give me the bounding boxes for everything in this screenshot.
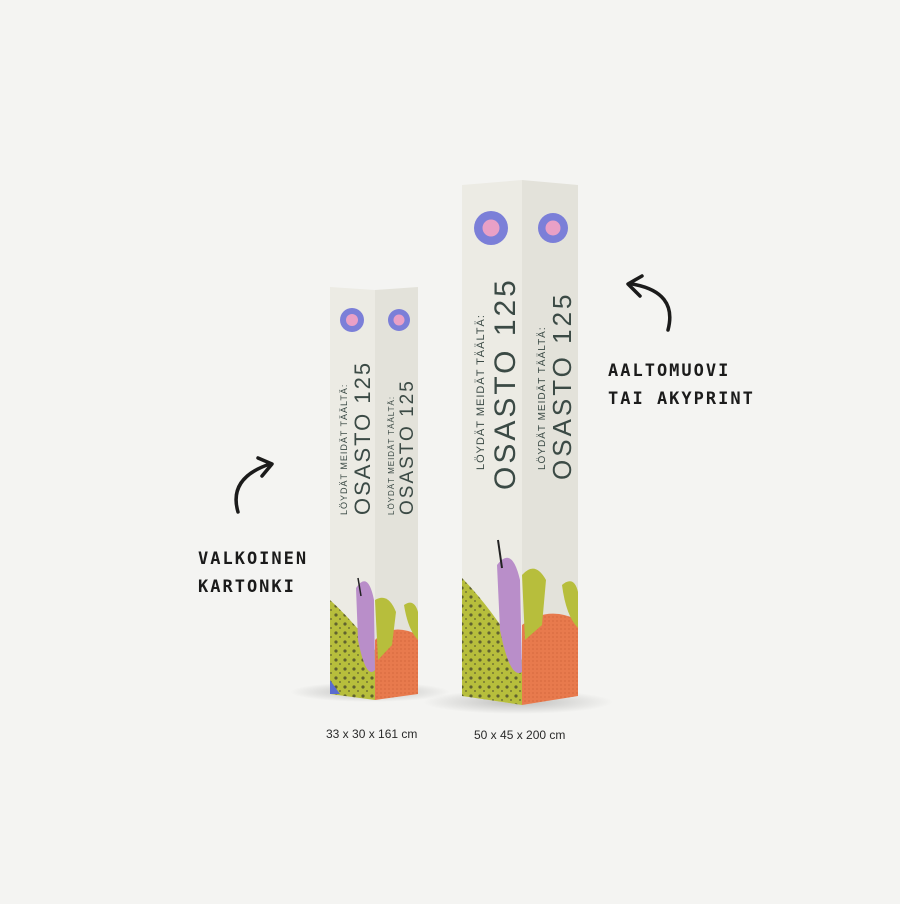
logo-badge-icon xyxy=(340,308,364,332)
large-material-line-2: TAI AKYPRINT xyxy=(608,389,755,409)
small-display-box: LÖYDÄT MEIDÄT TÄÄLTÄ: OSASTO 125 LÖYDÄT … xyxy=(330,287,418,700)
small-material-line-2: KARTONKI xyxy=(198,577,296,597)
small-box-tagline-right: LÖYDÄT MEIDÄT TÄÄLTÄ: xyxy=(387,396,396,515)
large-box-tagline-right: LÖYDÄT MEIDÄT TÄÄLTÄ: xyxy=(536,326,548,470)
large-box-title-right: OSASTO 125 xyxy=(547,292,577,481)
arrow-to-small-box-icon xyxy=(234,456,274,514)
logo-badge-icon xyxy=(538,213,568,243)
logo-badge-icon xyxy=(388,309,410,331)
large-material-label: AALTOMUOVI TAI AKYPRINT xyxy=(608,357,755,413)
large-box-title-left: OSASTO 125 xyxy=(489,277,522,490)
small-box-title-left: OSASTO 125 xyxy=(350,361,375,515)
large-material-line-1: AALTOMUOVI xyxy=(608,361,731,381)
small-box-title-right: OSASTO 125 xyxy=(397,379,418,515)
large-display-box: LÖYDÄT MEIDÄT TÄÄLTÄ: OSASTO 125 LÖYDÄT … xyxy=(462,180,578,705)
large-box-tagline-left: LÖYDÄT MEIDÄT TÄÄLTÄ: xyxy=(475,314,487,470)
small-box-tagline-left: LÖYDÄT MEIDÄT TÄÄLTÄ: xyxy=(339,384,349,515)
small-material-line-1: VALKOINEN xyxy=(198,549,309,569)
arrow-to-large-box-icon xyxy=(626,274,672,332)
small-box-dimensions: 33 x 30 x 161 cm xyxy=(326,727,418,741)
logo-badge-icon xyxy=(474,211,508,245)
large-box-dimensions: 50 x 45 x 200 cm xyxy=(474,728,566,742)
small-material-label: VALKOINEN KARTONKI xyxy=(198,545,308,601)
